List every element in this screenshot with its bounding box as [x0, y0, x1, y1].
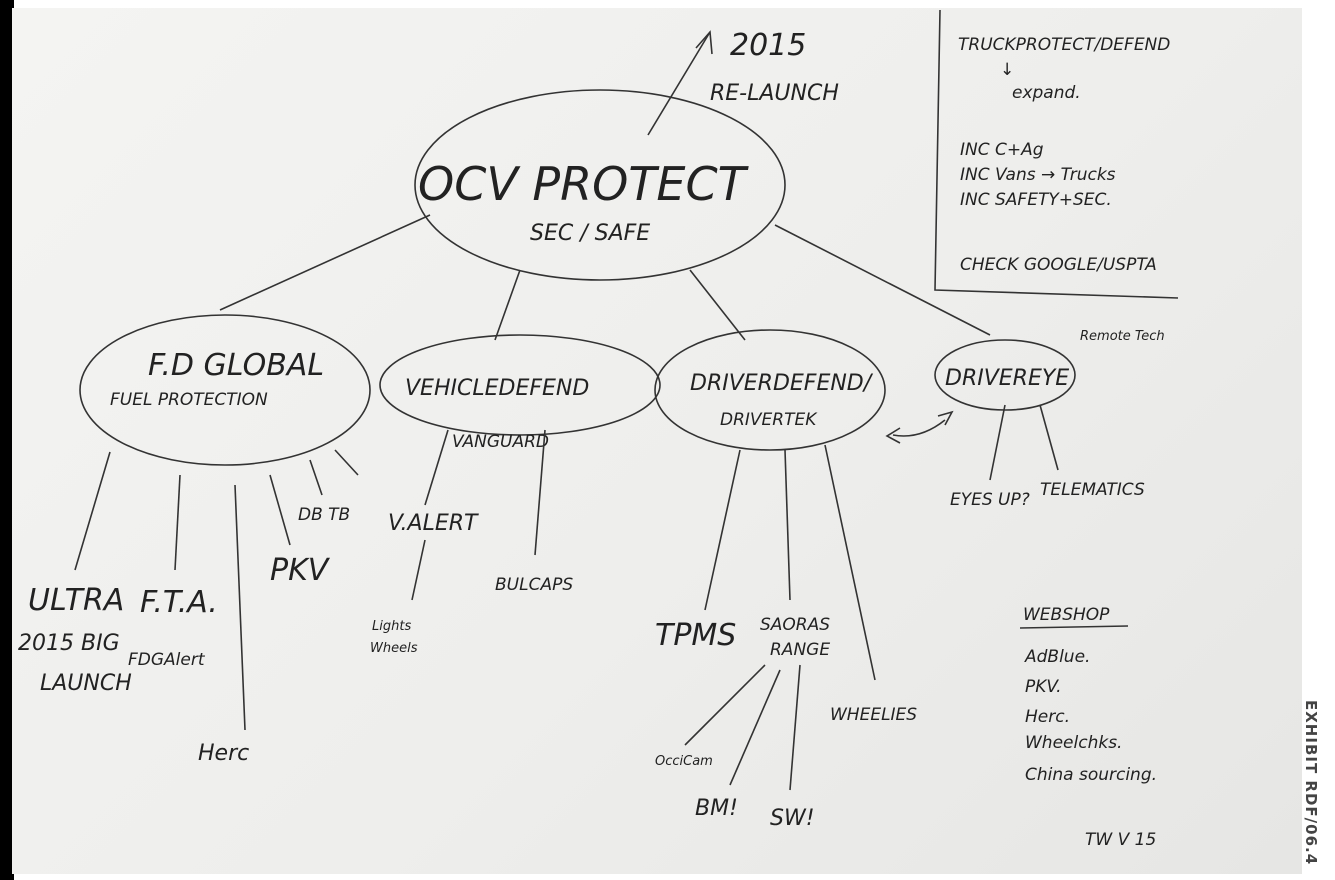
relaunch-year: 2015 [730, 28, 806, 63]
notes-line-7: CHECK GOOGLE/USPTA [960, 255, 1157, 275]
leaf-ultra-2: 2015 BIG [18, 631, 120, 656]
leaf-fta-2: FDGAlert [128, 650, 206, 670]
leaf-v-alert: V.ALERT [388, 511, 479, 536]
leaf-bm: BM! [695, 796, 738, 821]
center-subtitle: SEC / SAFE [530, 221, 650, 246]
notes-line-2: ↓ [1000, 60, 1014, 80]
signature: TW V 15 [1085, 830, 1156, 850]
webshop-item-4: Wheelchks. [1025, 733, 1122, 753]
defend-eye-link [892, 419, 946, 437]
leaf-wheels: Wheels [370, 641, 418, 656]
center-ellipse [414, 89, 786, 281]
center-title: OCV PROTECT [418, 157, 750, 211]
leaf-tpms: TPMS [655, 618, 736, 653]
leaf-line-wheelies [824, 444, 876, 681]
driver-eye-ellipse [934, 339, 1076, 411]
leaf-line-sw [789, 664, 801, 791]
driver-defend-subtitle: DRIVERTEK [720, 410, 818, 430]
fd-global-ellipse [79, 314, 371, 466]
notes-line-5: INC Vans → Trucks [960, 165, 1116, 185]
leaf-line-ultra [74, 451, 111, 571]
leaf-sw: SW! [770, 806, 815, 831]
leaf-ultra-3: LAUNCH [40, 671, 132, 696]
leaf-db-tb: DB TB [298, 505, 350, 525]
notes-box-border [934, 9, 1179, 299]
vehicle-defend-title: VEHICLEDEFEND [405, 376, 589, 401]
relaunch-label: RE-LAUNCH [710, 81, 839, 106]
fd-global-title: F.D GLOBAL [148, 348, 324, 383]
link-fd-global [219, 214, 431, 311]
leaf-line-tb [334, 449, 359, 476]
link-driver-eye [774, 224, 991, 336]
webshop-item-5: China sourcing. [1025, 765, 1157, 785]
leaf-herc: Herc [198, 741, 249, 766]
relaunch-arrow-head [695, 30, 713, 55]
driver-defend-title: DRIVERDEFEND/ [690, 371, 874, 396]
leaf-saoras-2: RANGE [770, 640, 830, 660]
leaf-wheelies: WHEELIES [830, 705, 917, 725]
leaf-occicam: OcciCam [655, 754, 713, 769]
leaf-line-pkv [269, 474, 291, 546]
link-driver-defend [689, 269, 746, 341]
notes-line-4: INC C+Ag [960, 140, 1044, 160]
vehicle-defend-scribble: VANGUARD [452, 432, 549, 452]
webshop-heading: WEBSHOP [1023, 605, 1110, 625]
leaf-line-lights [411, 539, 426, 601]
leaf-line-fta [174, 474, 181, 571]
link-vehicle-defend [494, 269, 521, 341]
webshop-item-2: PKV. [1025, 677, 1061, 697]
leaf-saoras-1: SAORAS [760, 615, 830, 635]
leaf-line-saoras [784, 449, 791, 601]
defend-eye-arrowhead-right [937, 410, 954, 426]
notes-line-6: INC SAFETY+SEC. [960, 190, 1112, 210]
exhibit-label: EXHIBIT RDF/06.4 [1302, 700, 1320, 866]
leaf-pkv: PKV [270, 553, 331, 588]
webshop-underline [1019, 625, 1129, 629]
driver-eye-note: Remote Tech [1080, 329, 1165, 344]
notes-line-1: TRUCKPROTECT/DEFEND [958, 35, 1170, 55]
leaf-line-herc [234, 484, 246, 731]
leaf-line-db [309, 459, 323, 496]
driver-defend-ellipse [654, 329, 886, 451]
leaf-line-tpms [704, 449, 741, 611]
notes-line-3: expand. [1012, 83, 1081, 103]
webshop-item-3: Herc. [1025, 707, 1070, 727]
leaf-bulcaps: BULCAPS [495, 575, 573, 595]
leaf-ultra-1: ULTRA [28, 583, 124, 618]
paper-sheet [12, 8, 1302, 874]
leaf-eyes: EYES UP? [950, 490, 1030, 510]
driver-eye-title: DRIVEREYE [945, 366, 1069, 391]
left-edge-border [0, 0, 14, 880]
leaf-telematics: TELEMATICS [1040, 480, 1145, 500]
relaunch-arrow-line [647, 31, 711, 136]
leaf-line-telematics [1039, 404, 1059, 471]
leaf-lights: Lights [372, 619, 411, 634]
leaf-line-eyes [989, 404, 1006, 481]
leaf-line-bulcaps [534, 429, 546, 556]
leaf-line-valert [424, 429, 449, 506]
leaf-line-bm [729, 669, 781, 786]
webshop-item-1: AdBlue. [1024, 647, 1090, 667]
defend-eye-arrowhead-left [885, 427, 901, 444]
vehicle-defend-ellipse [379, 334, 661, 436]
leaf-line-occicam [684, 664, 766, 746]
fd-global-subtitle: FUEL PROTECTION [110, 390, 268, 410]
leaf-fta-1: F.T.A. [140, 585, 218, 620]
